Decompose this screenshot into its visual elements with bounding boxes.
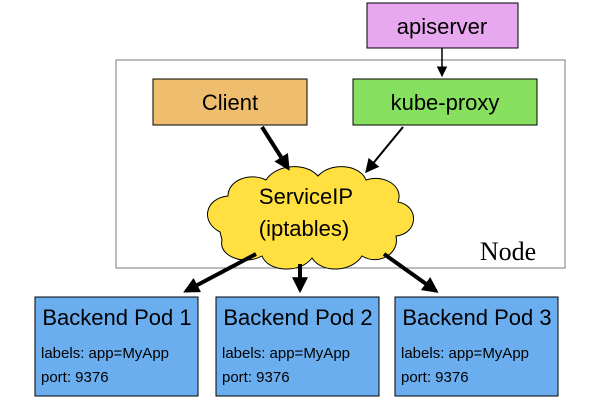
kube-proxy-rect [352,78,538,126]
node-label: Node [480,237,536,266]
arrow-kube-proxy-to-service [365,126,404,174]
service-cloud-shape [207,166,414,270]
pod-2-rect [215,296,380,397]
backend-pod-1: Backend Pod 1 labels: app=MyApp port: 93… [34,296,199,397]
apiserver-label: apiserver [397,14,487,39]
pod-1-rect [34,296,199,397]
pod-2-port: port: 9376 [222,369,290,386]
arrow-client-to-service [260,125,290,171]
kube-proxy-label: kube-proxy [391,90,500,115]
pod-1-port: port: 9376 [41,369,109,386]
client-box: Client [152,78,308,126]
pod-1-title: Backend Pod 1 [42,305,191,330]
arrow-service-to-pod-3 [382,252,439,293]
client-rect [152,78,308,126]
backend-pod-3: Backend Pod 3 labels: app=MyApp port: 93… [394,296,559,397]
service-ip-cloud: ServiceIP (iptables) [207,166,414,270]
pod-2-title: Backend Pod 2 [223,305,372,330]
service-line2: (iptables) [259,216,349,241]
client-label: Client [202,90,258,115]
arrow-service-to-pod-1 [183,252,257,293]
pod-1-labels: labels: app=MyApp [41,345,169,362]
backend-pod-2: Backend Pod 2 labels: app=MyApp port: 93… [215,296,380,397]
pod-3-title: Backend Pod 3 [402,305,551,330]
kube-proxy-box: kube-proxy [352,78,538,126]
service-line1: ServiceIP [259,184,353,209]
apiserver-box: apiserver [366,2,519,49]
pod-2-labels: labels: app=MyApp [222,345,350,362]
pod-3-port: port: 9376 [401,369,469,386]
pod-3-rect [394,296,559,397]
pod-3-labels: labels: app=MyApp [401,345,529,362]
